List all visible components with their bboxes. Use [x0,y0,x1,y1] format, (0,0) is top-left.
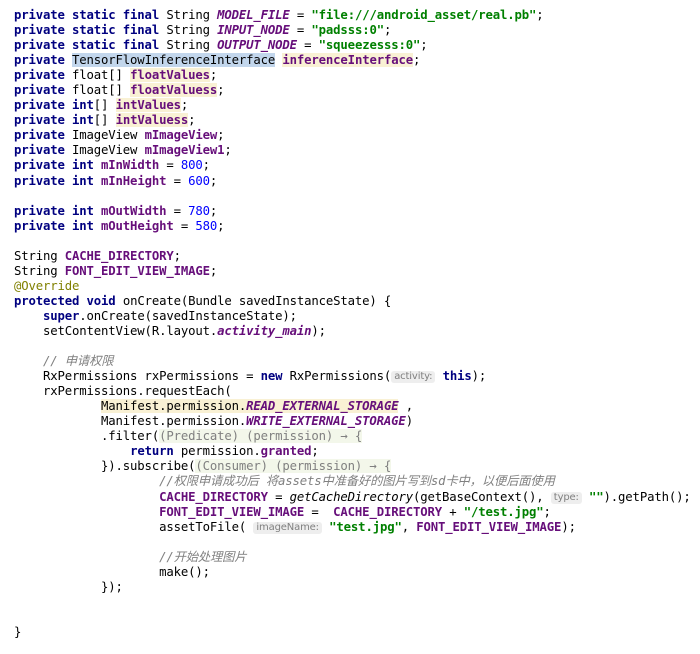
code-line-20: protected void onCreate(Bundle savedInst… [14,293,392,308]
code-line-15: private int mOutHeight = 580; [14,218,225,233]
code-line-5: private float[] floatValues; [14,68,218,83]
code-line-31: }).subscribe((Consumer) (permission) → { [14,459,392,474]
code-line-42: } [14,624,22,639]
image-view-field: mImageView [144,128,218,143]
code-line-16 [14,234,700,249]
code-line-23 [14,339,700,354]
override-annotation: @Override [14,278,80,293]
inference-interface-field: inferenceInterface [282,53,413,68]
code-line-26: rxPermissions.requestEach( [14,384,232,399]
selected-text[interactable]: TensorFlowInferenceInterface [72,53,276,68]
code-line-11: private int mInWidth = 800; [14,158,210,173]
code-line-18: String FONT_EDIT_VIEW_IMAGE; [14,263,218,278]
code-line-24: // 申请权限 [14,354,700,369]
code-comment: // 申请权限 [43,354,114,369]
code-line-39: }); [14,579,123,594]
code-line-30: return permission.granted; [130,444,319,459]
int-valuess-field: intValuess [115,113,189,128]
code-line-41 [14,610,700,625]
code-line-12: private int mInHeight = 600; [14,173,218,188]
image-view1-field: mImageView1 [144,143,225,158]
code-line-14: private int mOutWidth = 780; [14,203,218,218]
code-line-29: .filter((Predicate) (permission) → { [14,429,363,444]
code-line-7: private int[] intValues; [14,98,189,113]
input-node-constant: INPUT_NODE [217,23,290,38]
code-line-1: private static final String MODEL_FILE =… [14,8,544,22]
code-line-2: private static final String INPUT_NODE =… [14,23,392,38]
code-line-34: FONT_EDIT_VIEW_IMAGE = CACHE_DIRECTORY +… [159,504,551,519]
code-comment: //开始处理图片 [159,549,247,564]
code-line-36 [14,535,700,550]
code-line-25: RxPermissions rxPermissions = new RxPerm… [14,369,487,384]
code-line-28: Manifest.permission.WRITE_EXTERNAL_STORA… [14,414,413,429]
code-line-10: private ImageView mImageView1; [14,143,232,158]
code-line-13 [14,189,700,204]
parameter-hint: activity: [391,371,436,384]
code-line-22: setContentView(R.layout.activity_main); [14,323,326,338]
code-line-32: //权限申请成功后 将assets中准备好的图片写到sd卡中，以便后面使用 [14,474,700,489]
code-line-35: assetToFile( imageName: "test.jpg", FONT… [14,519,576,534]
code-line-4: private TensorFlowInferenceInterface inf… [14,53,421,68]
code-line-40 [14,595,700,610]
code-line-38: make(); [14,564,210,579]
code-comment: //权限申请成功后 将assets中准备好的图片写到sd卡中，以便后面使用 [159,474,555,489]
code-line-19: @Override [14,279,700,294]
code-line-9: private ImageView mImageView; [14,128,225,143]
code-line-37: //开始处理图片 [14,550,700,565]
code-line-27: Manifest.permission.READ_EXTERNAL_STORAG… [101,399,413,414]
model-file-constant: MODEL_FILE [217,8,290,22]
code-line-6: private float[] floatValuess; [14,83,225,98]
folded-lambda[interactable]: (Consumer) (permission) → { [195,459,392,474]
code-line-21: super.onCreate(savedInstanceState); [43,308,297,323]
folded-lambda[interactable]: (Predicate) (permission) → { [159,429,363,444]
float-valuess-field: floatValuess [130,83,218,98]
parameter-hint: imageName: [253,521,322,534]
float-values-field: floatValues [130,68,210,83]
code-line-33: CACHE_DIRECTORY = getCacheDirectory(getB… [159,489,691,504]
code-line-3: private static final String OUTPUT_NODE … [14,38,428,53]
code-line-8: private int[] intValuess; [14,113,196,128]
parameter-hint: type: [550,491,582,504]
int-values-field: intValues [115,98,181,113]
output-node-constant: OUTPUT_NODE [217,38,297,53]
code-line-17: String CACHE_DIRECTORY; [14,248,181,263]
